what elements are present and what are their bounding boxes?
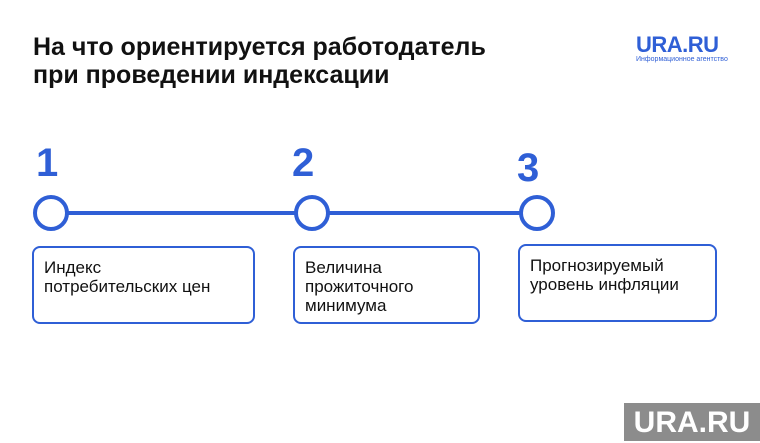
step-number-2: 2 (292, 141, 315, 185)
logo-tagline: Информационное агентство (636, 56, 728, 63)
timeline-node-3 (519, 195, 555, 231)
step-text-2: Величина прожиточного минимума (305, 258, 414, 315)
step-text-1: Индекс потребительских цен (44, 258, 211, 296)
step-number-1: 1 (36, 141, 59, 185)
step-card-2: Величина прожиточного минимума (293, 246, 480, 324)
watermark: URA.RU (624, 403, 760, 441)
step-card-1: Индекс потребительских цен (32, 246, 255, 324)
step-number-3: 3 (517, 146, 540, 190)
timeline-node-1 (33, 195, 69, 231)
ura-logo: URA.RU Информационное агентство (636, 34, 728, 64)
step-text-3: Прогнозируемый уровень инфляции (530, 256, 679, 294)
page-title: На что ориентируется работодатель при пр… (33, 33, 486, 89)
timeline-node-2 (294, 195, 330, 231)
title-line-2: при проведении индексации (33, 61, 390, 89)
step-card-3: Прогнозируемый уровень инфляции (518, 244, 717, 322)
title-line-1: На что ориентируется работодатель (33, 33, 486, 61)
logo-name: URA.RU (636, 32, 719, 57)
